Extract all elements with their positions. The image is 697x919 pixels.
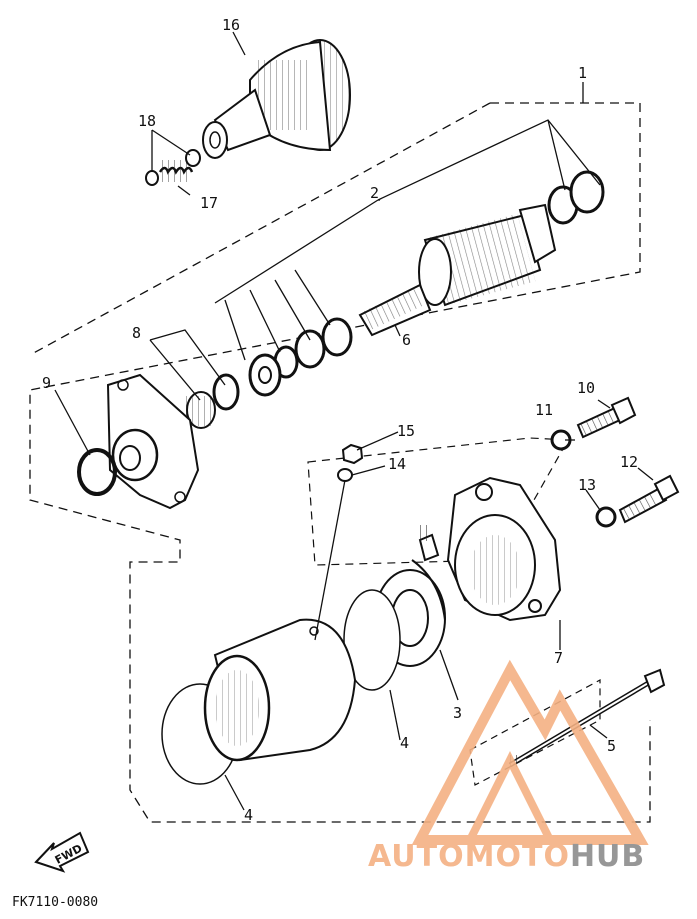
yoke-housing [203,618,357,762]
nut-washer-boundary [307,437,570,566]
callout-2: 2 [370,184,379,202]
callout-11: 11 [535,401,553,419]
callout-7: 7 [554,649,563,667]
assembly-boundary-top [29,102,491,356]
callout-5: 5 [607,737,616,755]
starter-clutch-gear [202,39,351,159]
callout-15: 15 [397,422,415,440]
callout-14: 14 [388,455,406,473]
rear-cover [446,476,562,622]
callout-4-rear-gasket: 4 [400,734,409,752]
watermark-logo: AUTOMOTOHUB [368,659,649,874]
callout-13: 13 [578,476,596,494]
drawing-code: FK7110-0080 [12,895,98,910]
callout-9: 9 [42,374,51,392]
callout-10: 10 [577,379,595,397]
spring-and-washers [145,149,201,186]
o-ring [77,448,117,496]
front-cover [106,373,200,510]
armature [358,203,557,337]
forward-arrow: FWD [34,831,90,873]
callout-1: 1 [578,64,587,82]
assembly-boundary [29,102,651,823]
callout-18: 18 [138,112,156,130]
callout-6: 6 [402,331,411,349]
callout-4-front-gasket: 4 [244,806,253,824]
armature-washers [186,170,605,429]
callout-17: 17 [200,194,218,212]
leader-lines [54,31,654,811]
callout-3: 3 [453,704,462,722]
callout-12: 12 [620,453,638,471]
bolts-and-washers [550,396,680,528]
watermark-text-primary: AUTOMOTOHUB [368,839,645,874]
gasket-rear [343,589,401,691]
callout-16: 16 [222,16,240,34]
callout-8: 8 [132,324,141,342]
nut-and-washer [337,443,364,482]
